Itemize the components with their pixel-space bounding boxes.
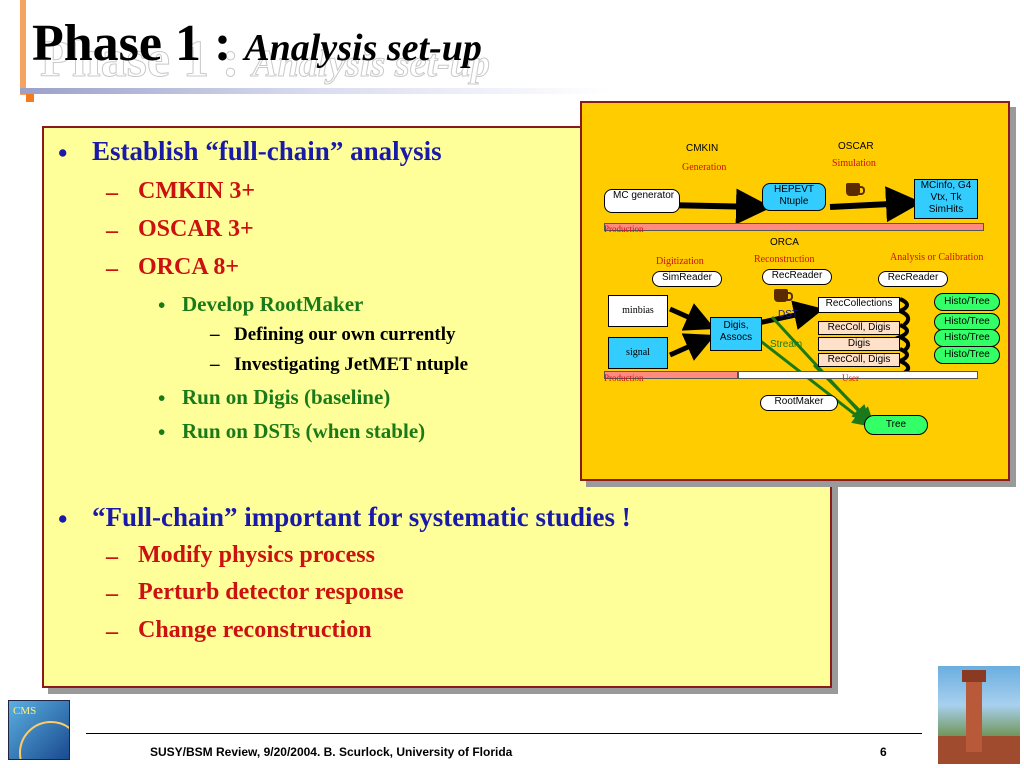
arrow-digis-reccoll bbox=[757, 300, 824, 330]
node-reccoll-digis-1: RecColl, Digis bbox=[818, 321, 900, 335]
arrow-signal-digis bbox=[668, 333, 716, 361]
production-bar-top bbox=[604, 223, 984, 231]
label-production-bottom: Production bbox=[604, 373, 644, 383]
bullet-investigating: Investigating JetMET ntuple bbox=[234, 354, 469, 375]
bullet-marker: • bbox=[58, 504, 68, 534]
title-accent-vertical bbox=[20, 0, 26, 95]
cms-logo: CMS bbox=[8, 700, 70, 760]
node-minbias: minbias bbox=[608, 295, 668, 327]
label-user: User bbox=[842, 373, 859, 383]
label-stream: Stream bbox=[770, 339, 803, 350]
node-hepevt: HEPEVT Ntuple bbox=[762, 183, 826, 211]
page-title: Phase 1 : Analysis set-up bbox=[32, 14, 482, 73]
label-oscar: OSCAR bbox=[838, 141, 874, 152]
label-cmkin: CMKIN bbox=[686, 143, 719, 154]
bullet-establish: Establish “full-chain” analysis bbox=[92, 136, 442, 166]
node-histo-tree-4: Histo/Tree bbox=[934, 346, 1000, 364]
bullet-marker: • bbox=[158, 420, 166, 444]
diagram-arrows bbox=[663, 186, 922, 427]
coffee-cup-icon bbox=[774, 289, 793, 302]
bullet-marker: – bbox=[210, 354, 220, 375]
arrow-hepevt-mcinfo bbox=[829, 186, 922, 223]
label-generation: Generation bbox=[682, 162, 727, 173]
bullet-marker: – bbox=[106, 256, 118, 282]
node-simreader: SimReader bbox=[652, 271, 722, 287]
label-digitization: Digitization bbox=[656, 256, 704, 267]
bullet-oscar: OSCAR 3+ bbox=[138, 216, 254, 242]
chain-diagram: CMKIN Generation OSCAR Simulation MC gen… bbox=[580, 101, 1010, 481]
bullet-full-chain: “Full-chain” important for systematic st… bbox=[92, 502, 631, 532]
label-analysis: Analysis or Calibration bbox=[890, 252, 984, 263]
node-reccoll-digis-2: RecColl, Digis bbox=[818, 353, 900, 367]
footer-divider bbox=[86, 733, 922, 734]
node-recreader-reco: RecReader bbox=[762, 269, 832, 285]
user-bar bbox=[738, 371, 978, 379]
bullet-run-dsts: Run on DSTs (when stable) bbox=[182, 419, 426, 443]
node-rootmaker: RootMaker bbox=[760, 395, 838, 411]
arrow-minbias-digis bbox=[668, 303, 716, 331]
node-mcinfo: MCinfo, G4 Vtx, Tk SimHits bbox=[914, 179, 978, 219]
university-tower-image bbox=[938, 666, 1020, 764]
label-reconstruction: Reconstruction bbox=[754, 254, 815, 265]
bullet-marker: – bbox=[106, 544, 118, 570]
node-histo-tree-3: Histo/Tree bbox=[934, 329, 1000, 347]
bullet-change: Change reconstruction bbox=[138, 617, 372, 643]
node-histo-tree-1: Histo/Tree bbox=[934, 293, 1000, 311]
node-digis-assocs: Digis, Assocs bbox=[710, 317, 762, 351]
footer-text: SUSY/BSM Review, 9/20/2004. B. Scurlock,… bbox=[150, 745, 513, 759]
label-production-top: Production bbox=[604, 224, 644, 234]
curl-arrow-3 bbox=[894, 347, 911, 375]
bullet-marker: • bbox=[158, 386, 166, 410]
bullet-run-digis: Run on Digis (baseline) bbox=[182, 385, 391, 409]
label-dst: DST bbox=[778, 309, 798, 320]
node-digis: Digis bbox=[818, 337, 900, 351]
curl-arrow-1 bbox=[894, 297, 911, 327]
node-recreader-analysis: RecReader bbox=[878, 271, 948, 287]
coffee-cup-icon bbox=[846, 183, 865, 196]
title-underline bbox=[20, 88, 610, 94]
bullet-perturb: Perturb detector response bbox=[138, 579, 404, 605]
arrow-digis-tree bbox=[757, 337, 871, 427]
bullet-marker: – bbox=[106, 619, 118, 645]
bullet-marker: – bbox=[106, 218, 118, 244]
node-mc-generator: MC generator bbox=[604, 189, 680, 213]
curl-arrow-2 bbox=[894, 323, 911, 353]
bullet-marker: • bbox=[58, 138, 68, 168]
title-sub: Analysis set-up bbox=[244, 27, 482, 69]
label-simulation: Simulation bbox=[832, 158, 876, 169]
node-tree: Tree bbox=[864, 415, 928, 435]
arrow-mc-hepevt bbox=[663, 188, 772, 225]
bullet-marker: – bbox=[210, 324, 220, 345]
bullet-modify: Modify physics process bbox=[138, 542, 375, 568]
title-shadow: Phase 1 : Analysis set-up bbox=[39, 31, 490, 89]
production-bar-bottom bbox=[604, 371, 738, 379]
bullet-marker: • bbox=[158, 293, 166, 317]
bullet-defining: Defining our own currently bbox=[234, 324, 456, 345]
bullet-cmkin: CMKIN 3+ bbox=[138, 178, 255, 204]
bullet-rootmaker: Develop RootMaker bbox=[182, 292, 364, 316]
label-orca: ORCA bbox=[770, 237, 799, 248]
title-accent-square bbox=[26, 92, 34, 102]
node-signal: signal bbox=[608, 337, 668, 369]
bullet-orca: ORCA 8+ bbox=[138, 254, 240, 280]
bullet-marker: – bbox=[106, 180, 118, 206]
node-reccollections: RecCollections bbox=[818, 297, 900, 313]
page-number: 6 bbox=[880, 745, 887, 759]
title-main: Phase 1 : bbox=[32, 15, 232, 72]
bullet-marker: – bbox=[106, 581, 118, 607]
